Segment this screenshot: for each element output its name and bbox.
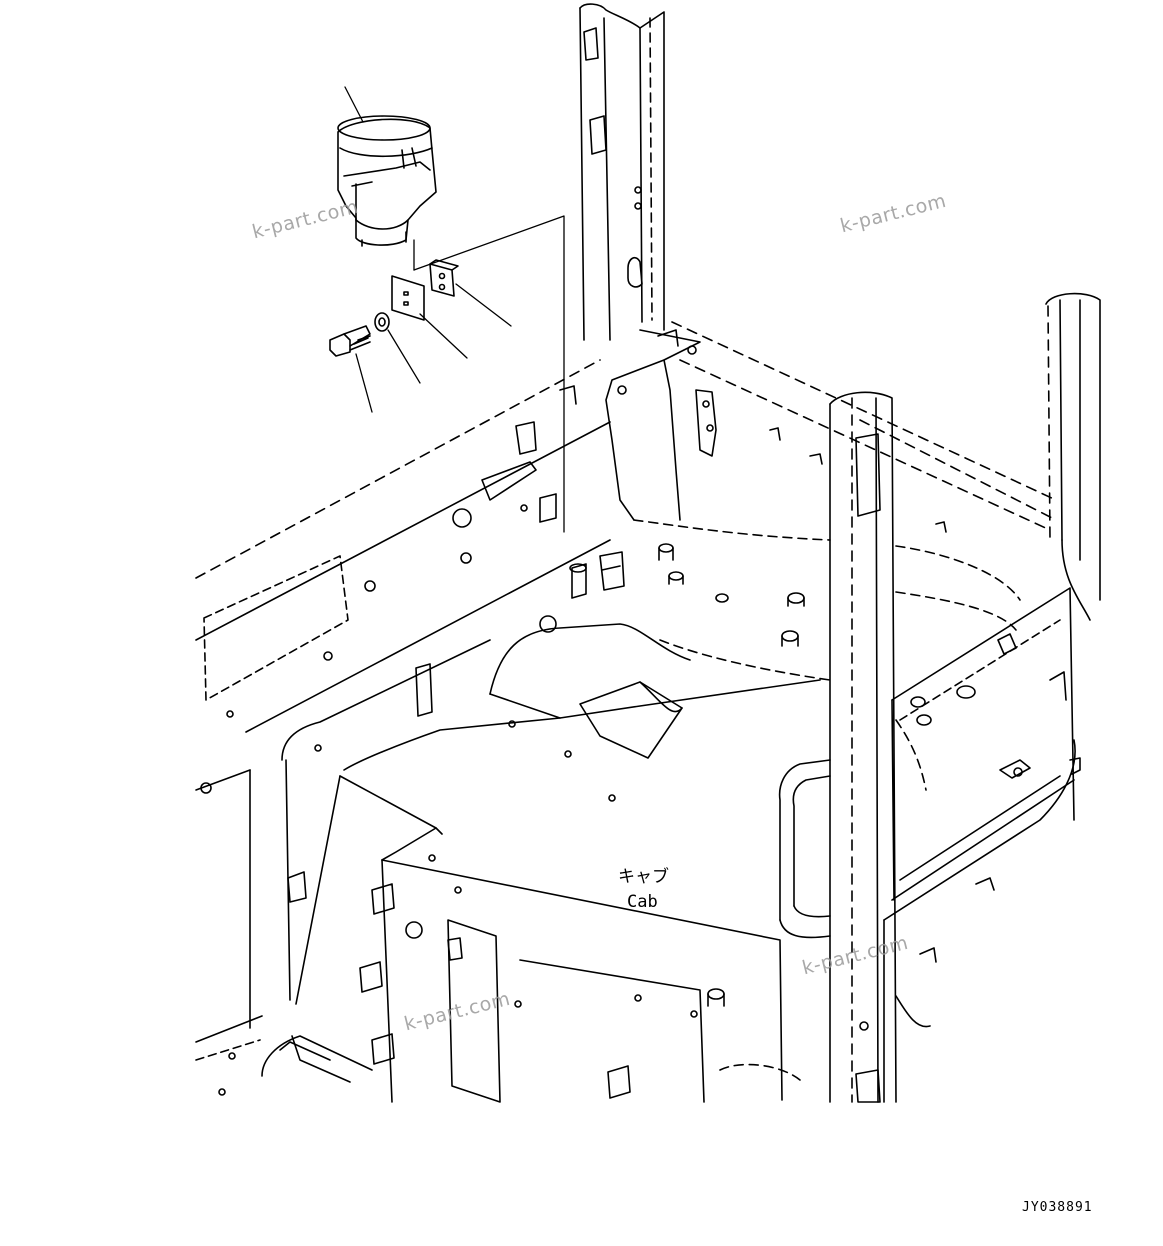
seat-tube: [778, 759, 931, 1028]
bracket-plate-part: [429, 259, 459, 297]
washer-part: [374, 312, 390, 332]
spacer-plate-part: [391, 275, 425, 321]
leader-lines: [344, 86, 565, 533]
cab-label-jp: キャブ: [618, 867, 669, 887]
cab-label-en: Cab: [627, 892, 658, 912]
upper-right-rail: [671, 321, 1057, 531]
brackets: [279, 329, 1017, 1099]
rear-dashed-outline: [633, 519, 1021, 1081]
left-frame: [195, 359, 611, 1096]
right-rear-pillar: [1045, 292, 1101, 621]
right-side-frame: [883, 587, 1081, 1103]
floor-panel: [295, 543, 976, 1103]
front-pillar: [579, 3, 701, 521]
drawing-code: JY038891: [1022, 1200, 1093, 1215]
bolt-part: [329, 325, 371, 357]
cup-holder-part: [337, 115, 437, 247]
rear-pillar: [829, 391, 897, 1103]
